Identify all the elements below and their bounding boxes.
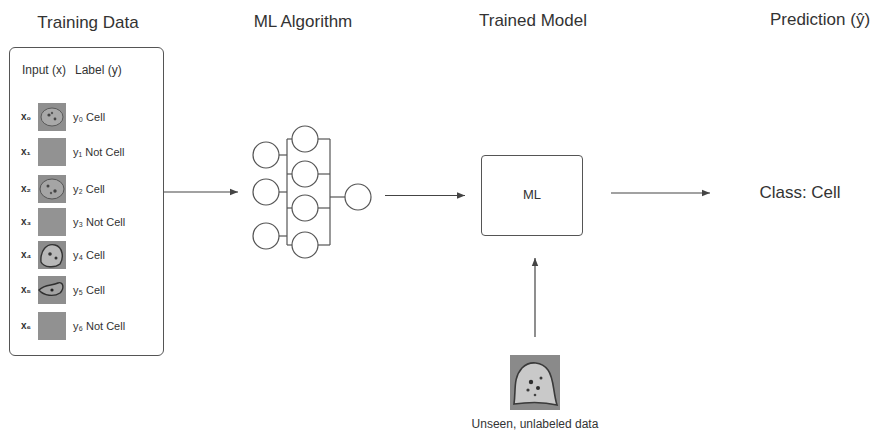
unseen-image-node: Unseen, unlabeled data (509, 354, 561, 410)
node-heading: Prediction (ŷ) (770, 10, 870, 30)
input-label: x₅ (21, 284, 31, 296)
input-label: x₄ (21, 249, 31, 261)
class-label: y₂ Cell (73, 183, 105, 196)
class-label: y₅ Cell (73, 284, 105, 297)
arrow-connector (385, 195, 465, 196)
arrow-connector (611, 192, 710, 193)
node-heading: Unseen, unlabeled data (472, 418, 599, 432)
arrow-connector (534, 258, 535, 337)
node-heading: Trained Model (479, 11, 587, 31)
unseen-image (510, 355, 560, 410)
input-label: x₀ (21, 111, 31, 123)
input-label: x₂ (21, 183, 31, 195)
class-label: y₄ Cell (73, 249, 105, 262)
class-label: y₆ Not Cell (73, 320, 125, 333)
arrow-connector (164, 191, 238, 192)
class-label: y₃ Not Cell (73, 216, 125, 229)
training-data-box: Training Data (9, 47, 164, 356)
neural-network (253, 126, 371, 258)
model-box: Trained ModelML (481, 155, 583, 236)
node-text: ML (523, 188, 541, 203)
class-label: y₀ Cell (73, 111, 105, 124)
input-label: x₆ (21, 320, 31, 332)
node-text: Class: Cell (759, 183, 840, 203)
input-label: x₁ (21, 146, 31, 158)
node-heading: Training Data (37, 13, 138, 33)
node-heading: ML Algorithm (254, 12, 353, 32)
prediction-node: Prediction (ŷ)Class: Cell (755, 179, 845, 207)
class-label: y₁ Not Cell (73, 146, 124, 159)
thumbnails (38, 103, 66, 340)
column-header: Label (y) (75, 64, 122, 78)
neural-network-node: ML Algorithm (252, 125, 372, 259)
input-label: x₃ (21, 216, 31, 228)
column-header: Input (x) (22, 64, 66, 78)
